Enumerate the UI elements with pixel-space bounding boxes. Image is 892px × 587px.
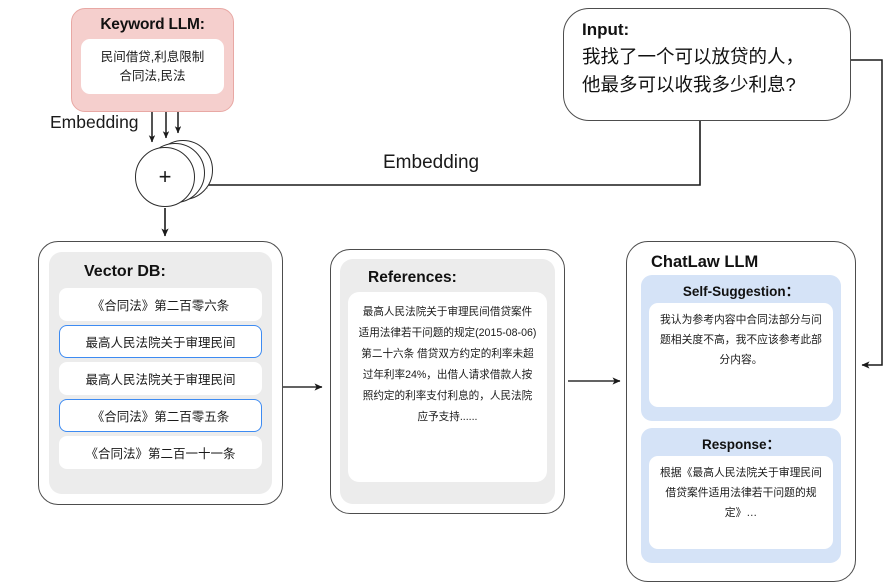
input-question-line-1: 我找了一个可以放贷的人，: [582, 46, 805, 67]
vector-db-item[interactable]: 最高人民法院关于审理民间: [59, 325, 262, 358]
keyword-llm-keywords: 民间借贷,利息限制 合同法,民法: [81, 39, 224, 94]
vector-db-item[interactable]: 最高人民法院关于审理民间: [59, 362, 262, 395]
keyword-line-1: 民间借贷,利息限制: [100, 49, 205, 64]
adder-circle-front: [135, 147, 195, 207]
vector-db-item[interactable]: 《合同法》第二百一十一条: [59, 436, 262, 469]
self-suggestion-text: 我认为参考内容中合同法部分与问题相关度不高，我不应该参考此部分内容。: [649, 303, 833, 407]
vector-db-item[interactable]: 《合同法》第二百零五条: [59, 399, 262, 432]
embedding-label-middle: Embedding: [383, 152, 480, 173]
keyword-to-adder-arrows: [148, 112, 182, 143]
embedding-label-left: Embedding: [50, 112, 139, 132]
response-card: Response： 根据《最高人民法院关于审理民间借贷案件适用法律若干问题的规定…: [641, 428, 841, 563]
response-title: Response：: [701, 437, 781, 452]
vector-db-panel: Vector DB: 《合同法》第二百零六条 最高人民法院关于审理民间 最高人民…: [49, 252, 272, 494]
keyword-llm-box: Keyword LLM: 民间借贷,利息限制 合同法,民法: [71, 8, 234, 112]
self-suggestion-title: Self-Suggestion：: [682, 284, 800, 299]
response-text: 根据《最高人民法院关于审理民间借贷案件适用法律若干问题的规定》…: [649, 456, 833, 549]
vector-db-box: Vector DB: 《合同法》第二百零六条 最高人民法院关于审理民间 最高人民…: [38, 241, 283, 505]
input-title: Input:: [582, 20, 630, 39]
keyword-line-2: 合同法,民法: [119, 68, 186, 83]
input-question-line-2: 他最多可以收我多少利息?: [582, 74, 796, 95]
vector-db-title: Vector DB:: [84, 263, 166, 280]
references-panel: References: 最高人民法院关于审理民间借贷案件适用法律若干问题的规定(…: [340, 259, 555, 504]
references-text: 最高人民法院关于审理民间借贷案件适用法律若干问题的规定(2015-08-06)第…: [348, 292, 547, 482]
adder-plus-symbol: +: [158, 164, 172, 189]
references-title: References:: [368, 269, 457, 286]
chatlaw-llm-title: ChatLaw LLM: [651, 253, 759, 271]
chatlaw-llm-box: ChatLaw LLM Self-Suggestion： 我认为参考内容中合同法…: [626, 241, 856, 582]
input-box: Input: 我找了一个可以放贷的人， 他最多可以收我多少利息?: [563, 8, 851, 121]
self-suggestion-card: Self-Suggestion： 我认为参考内容中合同法部分与问题相关度不高，我…: [641, 275, 841, 421]
vector-db-item[interactable]: 《合同法》第二百零六条: [59, 288, 262, 321]
keyword-llm-title: Keyword LLM:: [100, 16, 205, 33]
references-box: References: 最高人民法院关于审理民间借贷案件适用法律若干问题的规定(…: [330, 249, 565, 514]
